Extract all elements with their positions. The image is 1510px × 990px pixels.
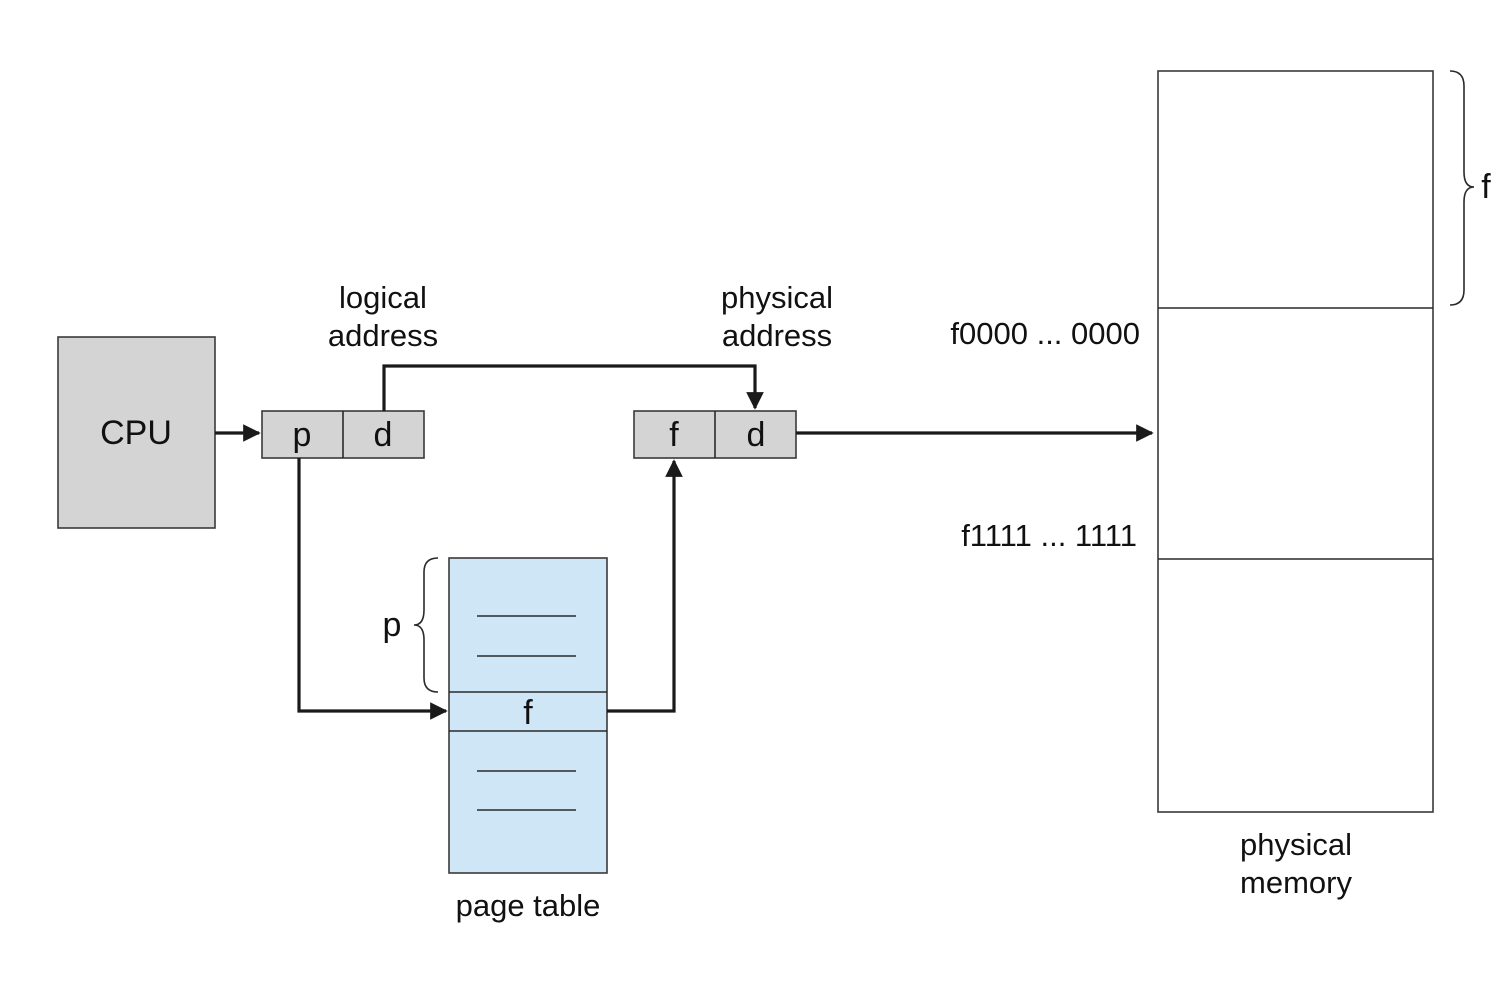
physical-memory-caption-line1: physical [1240, 827, 1352, 862]
logical-address-register: p d logical address [261, 280, 438, 459]
page-table-brace [413, 557, 439, 693]
physical-memory: f f0000 ... 0000 f1111 ... 1111 physical… [950, 70, 1491, 900]
physical-address-caption-line1: physical [721, 280, 833, 315]
page-table-entry-label: f [523, 694, 533, 732]
physical-memory-box [1157, 70, 1434, 813]
frame-end-address: f1111 ... 1111 [961, 518, 1137, 553]
cpu-block: CPU [57, 336, 216, 529]
page-table: f page table p [383, 557, 608, 923]
logical-address-caption-line1: logical [339, 280, 427, 315]
offset-copy-arrow [382, 364, 764, 411]
cpu-box [57, 336, 216, 529]
memory-frame-brace-label: f [1481, 168, 1491, 206]
page-number-lookup-arrow [297, 458, 448, 720]
page-table-box [448, 557, 608, 874]
memory-frame-brace [1449, 70, 1475, 306]
page-table-caption: page table [456, 888, 601, 923]
connections [215, 364, 1154, 720]
physical-frame-field: f [669, 416, 679, 454]
logical-page-field: p [293, 416, 312, 454]
logical-offset-field: d [374, 416, 393, 454]
physical-offset-field: d [747, 416, 766, 454]
physical-memory-caption-line2: memory [1240, 865, 1352, 900]
cpu-label: CPU [100, 414, 172, 452]
frame-start-address: f0000 ... 0000 [950, 316, 1140, 351]
logical-address-caption-line2: address [328, 318, 438, 353]
physical-address-caption-line2: address [722, 318, 832, 353]
page-table-brace-label: p [383, 606, 402, 644]
physical-address-register: f d physical address [633, 280, 833, 459]
frame-number-arrow [607, 459, 683, 713]
